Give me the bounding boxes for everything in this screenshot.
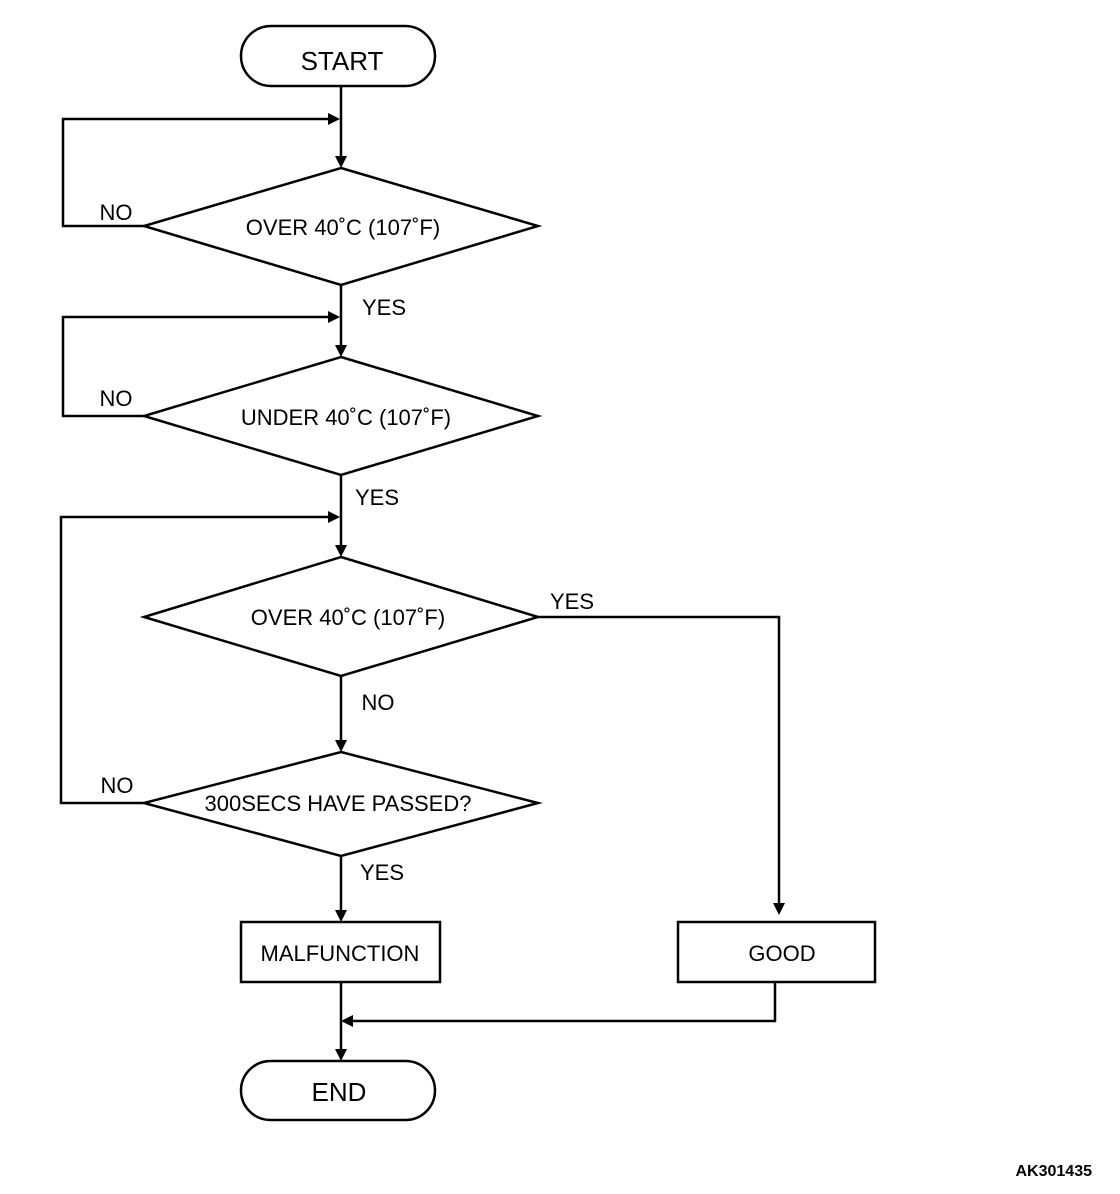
loop-d2-no (61, 315, 328, 418)
arrowhead (335, 910, 347, 922)
decision-300secs: 300SECS HAVE PASSED? (139, 750, 543, 858)
connector-d3-good (538, 615, 781, 903)
arrowhead (335, 545, 347, 557)
malfunction-label: MALFUNCTION (261, 941, 420, 966)
decision-over-40c-2: OVER 40˚C (107˚F) (139, 555, 543, 678)
good-box: GOOD (676, 920, 877, 984)
decision-4-label: 300SECS HAVE PASSED? (205, 791, 472, 816)
d3-yes-label: YES (550, 589, 594, 614)
arrowhead (341, 1015, 353, 1027)
d4-no-label: NO (101, 773, 134, 798)
decision-2-label: UNDER 40˚C (107˚F) (241, 405, 451, 430)
d4-yes-label: YES (360, 860, 404, 885)
arrowhead (335, 1049, 347, 1061)
malfunction-box: MALFUNCTION (239, 920, 442, 984)
arrowhead (335, 740, 347, 752)
start-label: START (301, 46, 384, 76)
end-label: END (312, 1077, 367, 1107)
arrowhead (328, 511, 340, 523)
arrowhead (335, 345, 347, 357)
decision-under-40c: UNDER 40˚C (107˚F) (139, 355, 543, 477)
decision-3-label: OVER 40˚C (107˚F) (251, 605, 445, 630)
decision-1-label: OVER 40˚C (107˚F) (246, 215, 440, 240)
reference-code: AK301435 (1016, 1163, 1093, 1180)
loop-d1-no (61, 117, 328, 228)
good-label: GOOD (748, 941, 815, 966)
arrowhead (773, 903, 785, 915)
d3-no-label: NO (362, 690, 395, 715)
d1-no-label: NO (100, 200, 133, 225)
decision-over-40c-1: OVER 40˚C (107˚F) (139, 166, 543, 287)
start-terminal: START (239, 24, 437, 88)
arrowhead (328, 311, 340, 323)
end-terminal: END (239, 1059, 437, 1122)
arrowhead (335, 156, 347, 168)
loop-d4-no (59, 515, 328, 805)
d2-no-label: NO (100, 386, 133, 411)
connector-good-end (353, 982, 777, 1023)
d2-yes-label: YES (355, 485, 399, 510)
arrowhead (328, 113, 340, 125)
d1-yes-label: YES (362, 295, 406, 320)
